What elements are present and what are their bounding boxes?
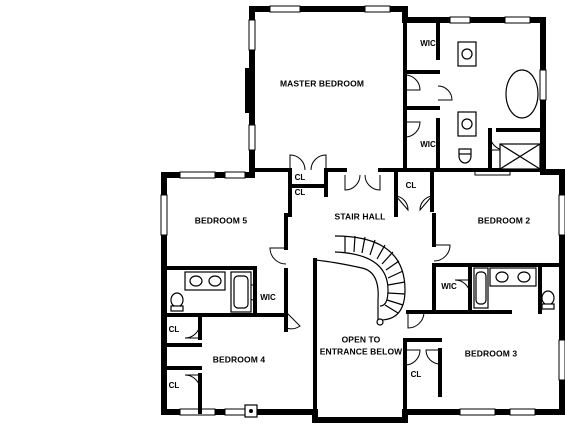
wic-bed2-label: WIC [441, 282, 457, 291]
cl-bed3-label: CL [411, 370, 422, 379]
bedroom3-label: BEDROOM 3 [465, 348, 518, 358]
stair-hall-label: STAIR HALL [335, 211, 386, 221]
cl-center-right-label: CL [406, 181, 417, 190]
cl-bed4-upper-label: CL [169, 325, 180, 334]
bath-fixtures [170, 41, 555, 418]
room-labels: MASTER BEDROOM WIC WIC CL CL CL BEDROOM … [169, 39, 531, 390]
spiral-stair [314, 235, 406, 326]
bedroom2-label: BEDROOM 2 [478, 215, 531, 225]
wic-upper-label: WIC [420, 39, 436, 48]
doors [184, 74, 506, 391]
cl-bed4-lower-label: CL [169, 381, 180, 390]
cl-center-left-label: CL [295, 173, 306, 182]
bedroom4-label: BEDROOM 4 [213, 354, 266, 364]
cl-center-left-lower-label: CL [295, 188, 306, 197]
entrance-below-label: ENTRANCE BELOW [320, 346, 403, 356]
master-bedroom-label: MASTER BEDROOM [280, 78, 364, 88]
wic-lower-label: WIC [420, 140, 436, 149]
open-to-label: OPEN TO [342, 334, 381, 344]
windows [160, 5, 565, 416]
bedroom5-label: BEDROOM 5 [195, 215, 248, 225]
wic-bed5-label: WIC [260, 293, 276, 302]
